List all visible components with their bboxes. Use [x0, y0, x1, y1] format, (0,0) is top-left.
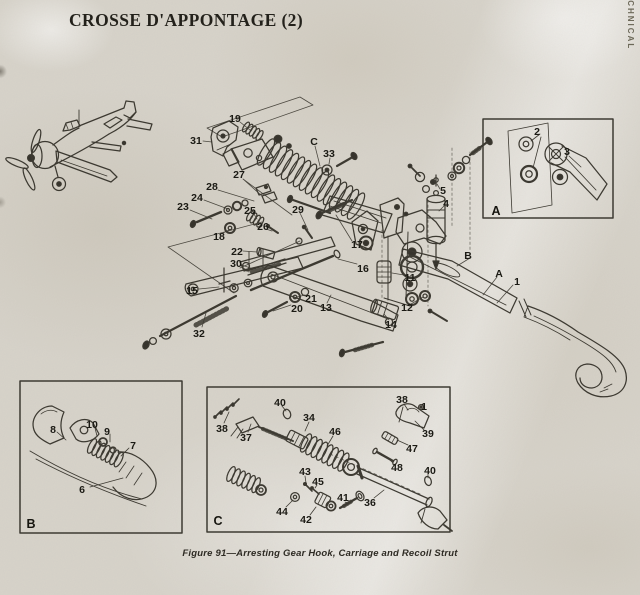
part-callout-1: 1 [514, 276, 520, 288]
part-callout-4: 4 [443, 198, 449, 210]
part-callout-5: 5 [440, 185, 446, 197]
part-callout-10: 10 [86, 419, 98, 431]
part-callout-28: 28 [206, 181, 218, 193]
part-callout-42: 42 [300, 514, 312, 526]
part-callout-38: 38 [396, 394, 408, 406]
part-callout-41: 41 [337, 492, 349, 504]
part-callout-C: C [310, 136, 318, 148]
part-callout-34: 34 [303, 412, 315, 424]
part-callout-A: A [495, 268, 503, 280]
part-callout-45: 45 [312, 476, 324, 488]
part-callout-47: 47 [406, 443, 418, 455]
part-callout-36: 36 [364, 497, 376, 509]
part-callout-46: 46 [329, 426, 341, 438]
carriage-assembly [184, 171, 448, 358]
part-callout-19: 19 [229, 113, 241, 125]
part-callout-43: 43 [299, 466, 311, 478]
part-callout-6: 6 [79, 484, 85, 496]
inset-letter-A: A [491, 204, 500, 218]
inset-box-c [206, 386, 453, 533]
part-callout-33: 33 [323, 148, 335, 160]
part-callout-3: 3 [564, 146, 570, 158]
part-callout-12: 12 [401, 302, 413, 314]
part-callout-22: 22 [231, 246, 243, 258]
part-callout-40: 40 [274, 397, 286, 409]
part-callout-40: 40 [424, 465, 436, 477]
part-callout-18: 18 [213, 231, 225, 243]
part-callout-25: 25 [244, 205, 256, 217]
part-callout-38: 38 [216, 423, 228, 435]
inset-letter-C: C [213, 514, 222, 528]
part-callout-1: 1 [421, 401, 427, 413]
part-callout-21: 21 [305, 293, 317, 305]
part-callout-37: 37 [240, 432, 252, 444]
aircraft-illustration [5, 100, 153, 192]
part-callout-2: 2 [534, 126, 540, 138]
part-callout-29: 29 [292, 204, 304, 216]
part-callout-44: 44 [276, 506, 288, 518]
inset-box-b [19, 380, 183, 534]
part-callout-48: 48 [391, 462, 403, 474]
part-callout-27: 27 [233, 169, 245, 181]
part-callout-B: B [464, 250, 472, 262]
part-callout-11: 11 [404, 272, 415, 284]
part-callout-16: 16 [357, 263, 369, 275]
part-callout-20: 20 [291, 303, 303, 315]
part-callout-32: 32 [193, 328, 205, 340]
arresting-hook-arm [398, 248, 627, 398]
part-callout-15: 15 [186, 285, 198, 297]
part-callout-31: 31 [190, 135, 202, 147]
figure-caption: Figure 91—Arresting Gear Hook, Carriage … [182, 548, 458, 559]
inset-box-a [482, 118, 614, 219]
part-callout-39: 39 [422, 428, 434, 440]
part-callout-13: 13 [320, 302, 332, 314]
part-callout-14: 14 [385, 319, 397, 331]
part-callout-30: 30 [230, 258, 242, 270]
hardware-left-cluster [142, 183, 332, 350]
part-callout-9: 9 [104, 426, 110, 438]
part-callout-26: 26 [257, 221, 269, 233]
part-callout-24: 24 [191, 192, 203, 204]
part-callout-17: 17 [351, 239, 363, 251]
part-callout-7: 7 [130, 440, 136, 452]
part-callout-23: 23 [177, 201, 189, 213]
inset-letter-B: B [26, 517, 35, 531]
part-callout-8: 8 [50, 424, 56, 436]
